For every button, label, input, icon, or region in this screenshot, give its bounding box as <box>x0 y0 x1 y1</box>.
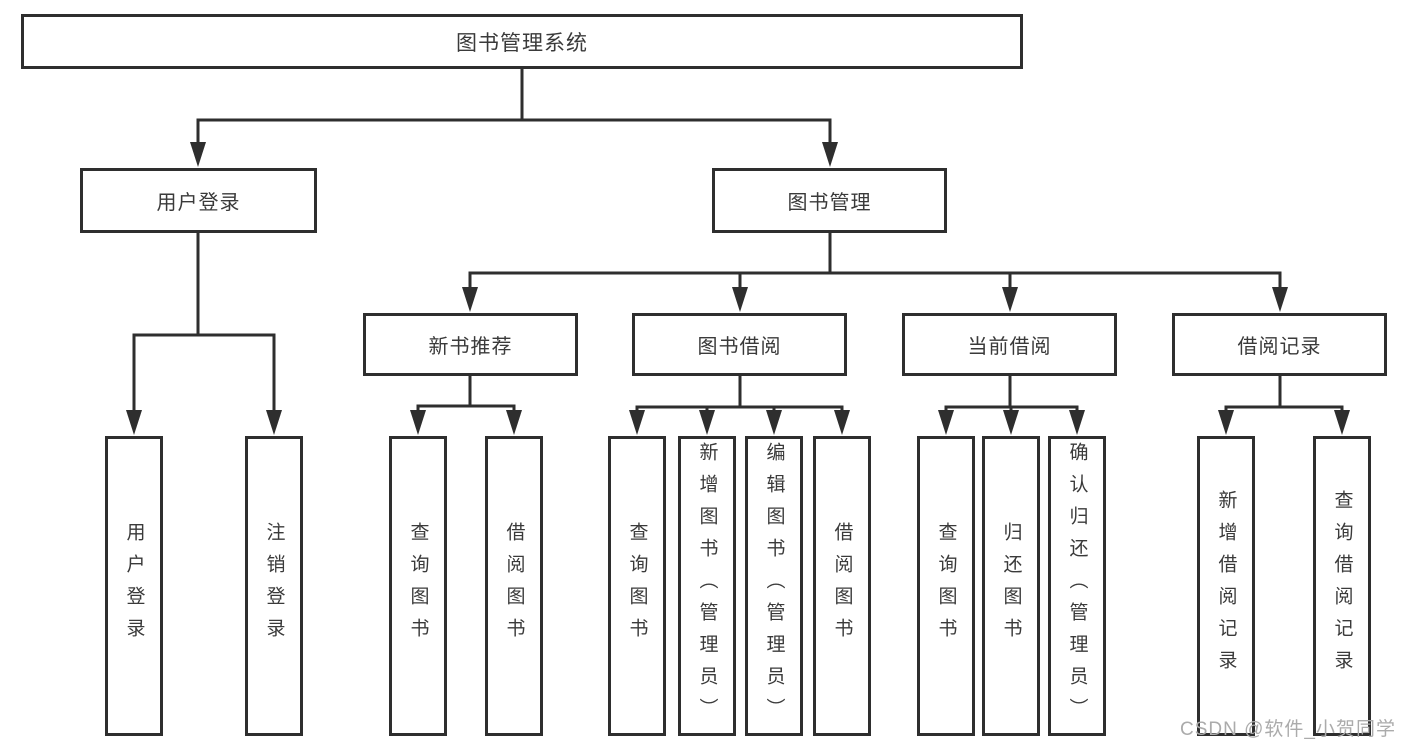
leaf-query-books-1: 查询图书 <box>389 436 447 736</box>
leaf-add-book-admin-label: 新增图书（管理员） <box>696 442 718 730</box>
leaf-return-books: 归还图书 <box>982 436 1040 736</box>
node-user-login-label: 用户登录 <box>156 192 241 214</box>
node-book-borrow-label: 图书借阅 <box>697 336 782 358</box>
leaf-add-book-admin: 新增图书（管理员） <box>678 436 736 736</box>
leaf-query-books-2: 查询图书 <box>608 436 666 736</box>
node-root-label: 图书管理系统 <box>456 31 588 55</box>
node-new-book-recommend-label: 新书推荐 <box>428 336 513 358</box>
leaf-borrow-books-1-label: 借阅图书 <box>503 522 525 650</box>
leaf-query-borrow-record: 查询借阅记录 <box>1313 436 1371 736</box>
node-book-management-label: 图书管理 <box>787 192 872 214</box>
leaf-add-borrow-record-label: 新增借阅记录 <box>1215 490 1237 682</box>
arrowheads <box>126 142 1350 435</box>
leaf-borrow-books-1: 借阅图书 <box>485 436 543 736</box>
leaf-user-login: 用户登录 <box>105 436 163 736</box>
leaf-query-books-1-label: 查询图书 <box>407 522 429 650</box>
leaf-edit-book-admin: 编辑图书（管理员） <box>745 436 803 736</box>
node-root-system: 图书管理系统 <box>21 14 1023 69</box>
csdn-watermark: CSDN @软件_小贺同学 <box>1180 719 1396 740</box>
leaf-borrow-books-2: 借阅图书 <box>813 436 871 736</box>
leaf-return-books-label: 归还图书 <box>1000 522 1022 650</box>
leaf-confirm-return-admin-label: 确认归还（管理员） <box>1066 442 1088 730</box>
node-new-book-recommend: 新书推荐 <box>363 313 578 376</box>
leaf-confirm-return-admin: 确认归还（管理员） <box>1048 436 1106 736</box>
leaf-logout: 注销登录 <box>245 436 303 736</box>
node-borrow-record-label: 借阅记录 <box>1237 336 1322 358</box>
node-book-borrow: 图书借阅 <box>632 313 847 376</box>
leaf-edit-book-admin-label: 编辑图书（管理员） <box>763 442 785 730</box>
leaf-borrow-books-2-label: 借阅图书 <box>831 522 853 650</box>
leaf-query-books-3-label: 查询图书 <box>935 522 957 650</box>
leaf-user-login-label: 用户登录 <box>123 522 145 650</box>
node-current-borrow-label: 当前借阅 <box>967 336 1052 358</box>
leaf-logout-label: 注销登录 <box>263 522 285 650</box>
leaf-add-borrow-record: 新增借阅记录 <box>1197 436 1255 736</box>
leaf-query-books-3: 查询图书 <box>917 436 975 736</box>
node-book-management-branch: 图书管理 <box>712 168 947 233</box>
leaf-query-books-2-label: 查询图书 <box>626 522 648 650</box>
node-user-login-branch: 用户登录 <box>80 168 317 233</box>
node-current-borrow: 当前借阅 <box>902 313 1117 376</box>
node-borrow-record: 借阅记录 <box>1172 313 1387 376</box>
leaf-query-borrow-record-label: 查询借阅记录 <box>1331 490 1353 682</box>
